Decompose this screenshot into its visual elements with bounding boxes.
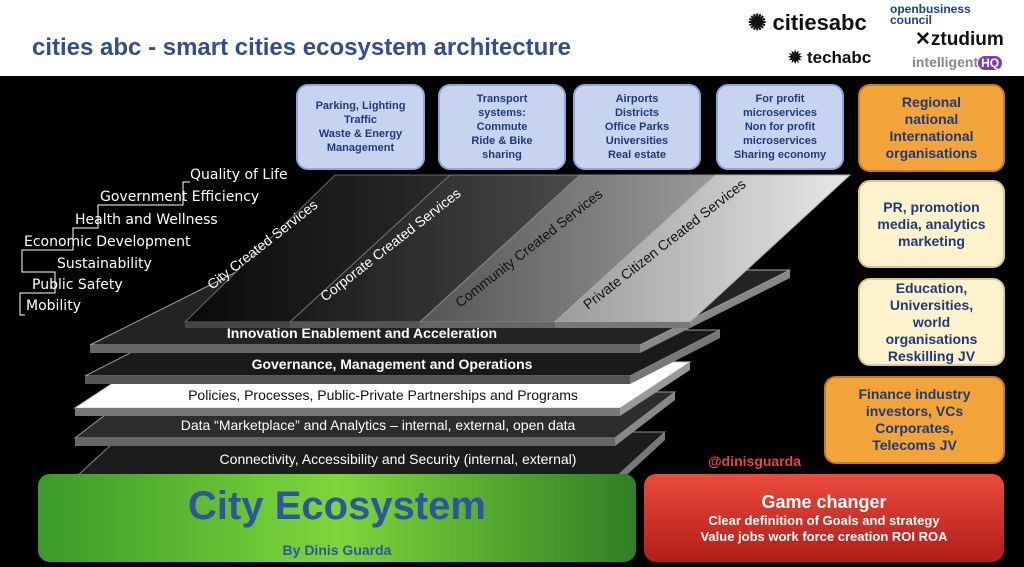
city-ecosystem-title: City Ecosystem <box>188 484 486 528</box>
right-box-pr-media-text: PR, promotion media, analytics marketing <box>877 198 986 249</box>
left-label-government-efficiency: Government Efficiency <box>100 189 260 205</box>
left-label-economic-development: Economic Development <box>24 234 191 250</box>
city-ecosystem-banner: City Ecosystem By Dinis Guarda <box>38 474 636 562</box>
left-label-health-wellness: Health and Wellness <box>75 212 218 228</box>
plane-private-citizen-services <box>553 174 852 328</box>
techabc-logo-text: techabc <box>806 48 872 67</box>
open-business-council-logo: openbusiness council <box>890 2 971 27</box>
left-label-public-safety: Public Safety <box>32 277 123 293</box>
top-box-community-places: Airports Districts Office Parks Universi… <box>573 84 701 170</box>
top-box-city-infrastructure: Parking, Lighting Traffic Waste & Energy… <box>296 84 425 170</box>
ihq-logo-text: intelligent <box>912 54 979 70</box>
techabc-logo: ✹ techabc <box>788 48 872 67</box>
ihq-logo-badge: HQ <box>978 56 1003 70</box>
game-changer-title: Game changer <box>761 492 887 512</box>
layer-label-policies: Policies, Processes, Public-Private Part… <box>188 387 578 403</box>
right-box-pr-media: PR, promotion media, analytics marketing <box>858 180 1005 268</box>
right-box-education-text: Education, Universities, world organisat… <box>885 279 978 364</box>
right-box-finance-text: Finance industry investors, VCs Corporat… <box>858 386 971 453</box>
ztudium-logo: ✕ztudium <box>915 29 1004 50</box>
top-box-microservices: For profit microservices Non for profit … <box>716 84 844 170</box>
left-label-mobility: Mobility <box>26 298 81 314</box>
citiesabc-logo: ✺ citiesabc <box>748 10 867 35</box>
top-box-microservices-text: For profit microservices Non for profit … <box>733 93 827 161</box>
obc-logo-line1: openbusiness <box>890 2 971 16</box>
left-bracket <box>19 181 190 316</box>
layer-label-governance: Governance, Management and Operations <box>252 356 533 372</box>
left-label-quality-of-life: Quality of Life <box>190 167 288 183</box>
game-changer-line1: Clear definition of Goals and strategy <box>708 513 940 528</box>
header-bar <box>0 0 1024 76</box>
right-box-finance: Finance industry investors, VCs Corporat… <box>824 376 1005 464</box>
citiesabc-logo-text: citiesabc <box>772 10 867 35</box>
layer-label-innovation: Innovation Enablement and Acceleration <box>227 325 497 341</box>
city-ecosystem-byline: By Dinis Guarda <box>282 542 392 558</box>
top-box-transport: Transport systems: Commute Ride & Bike s… <box>438 84 566 170</box>
page-title: cities abc - smart cities ecosystem arch… <box>32 34 571 61</box>
right-box-education: Education, Universities, world organisat… <box>858 278 1005 366</box>
obc-logo-line2: council <box>890 13 933 27</box>
top-box-community-places-text: Airports Districts Office Parks Universi… <box>604 93 670 161</box>
game-changer-banner: Game changer Clear definition of Goals a… <box>644 474 1004 562</box>
game-changer-line2: Value jobs work force creation ROI ROA <box>700 529 948 544</box>
left-label-sustainability: Sustainability <box>57 256 152 272</box>
architecture-diagram: City Created Services Corporate Created … <box>19 174 852 486</box>
layer-label-data: Data “Marketplace” and Analytics – inter… <box>181 417 576 433</box>
top-box-city-infrastructure-text: Parking, Lighting Traffic Waste & Energy… <box>315 100 406 154</box>
top-box-transport-text: Transport systems: Commute Ride & Bike s… <box>471 93 533 161</box>
layer-label-connectivity: Connectivity, Accessibility and Security… <box>220 451 577 467</box>
ztudium-logo-text: ztudium <box>930 29 1004 50</box>
right-box-organisations: Regional national International organisa… <box>858 84 1005 172</box>
right-box-organisations-text: Regional national International organisa… <box>885 94 978 161</box>
author-handle: @dinisguarda <box>708 453 801 469</box>
